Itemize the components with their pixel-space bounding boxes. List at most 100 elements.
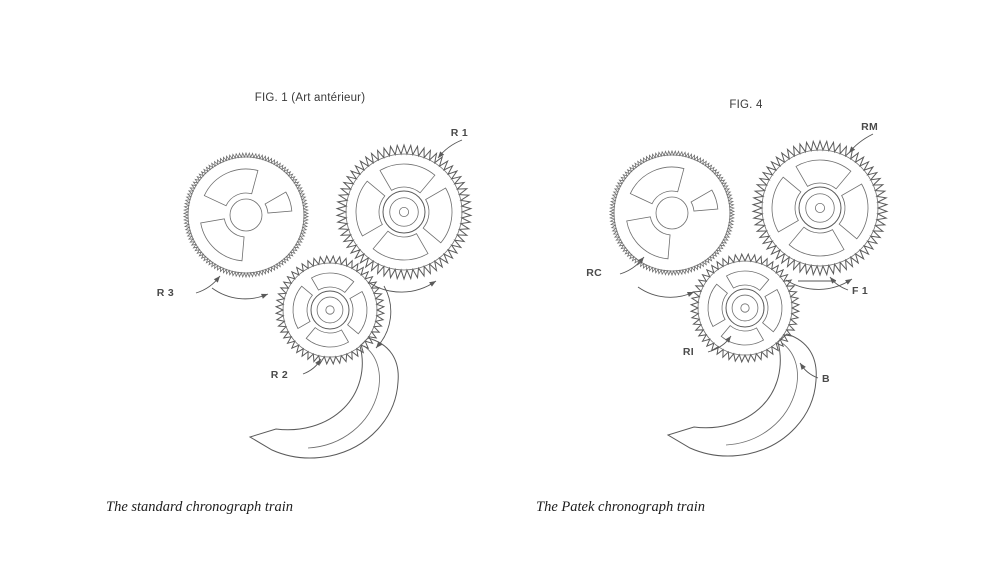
clamp-body	[666, 333, 817, 457]
spoke-cross	[355, 163, 453, 261]
arrow-head	[438, 151, 445, 158]
chronograph-clamp	[248, 337, 399, 459]
spoke-cross	[771, 159, 869, 257]
spoke-window-2	[200, 218, 245, 262]
gear-hub-inner	[316, 296, 344, 324]
gear-arbor-hole	[740, 303, 750, 313]
clamp-inner-edge	[307, 345, 380, 449]
reference-label-rc: RC	[586, 267, 602, 279]
reference-label-r2: R 2	[271, 369, 288, 381]
spoke-window-3	[690, 189, 719, 212]
gear-teeth	[335, 143, 473, 281]
gear-hub-outer	[310, 290, 350, 330]
spoke-window-2	[707, 283, 728, 328]
gear-teeth	[608, 149, 736, 277]
rotation-arc	[785, 278, 853, 290]
clamp-lever-label: B	[799, 362, 830, 385]
gear-hub-outer	[798, 186, 842, 230]
gear-root-circle	[282, 262, 378, 358]
arrow-head	[849, 146, 856, 153]
rotation-arrow	[367, 280, 437, 293]
gear-teeth	[751, 139, 889, 277]
arrow-head	[830, 277, 837, 284]
spoke-window-1	[305, 327, 350, 348]
rotation-arc	[637, 286, 695, 298]
gear-hub-inner	[731, 294, 759, 322]
gear-chronograph-center-wheel: R 1	[335, 127, 473, 281]
gear-hub-inner	[805, 193, 835, 223]
reference-label-rm: RM	[861, 121, 878, 133]
gear-hub-inner	[389, 197, 419, 227]
gear-root-circle	[761, 149, 879, 267]
gear-intermediate-wheel: RI	[683, 252, 801, 364]
rotation-arrow	[785, 278, 853, 290]
spoke-cross	[707, 270, 783, 346]
arrow-head	[724, 336, 731, 343]
gear-teeth	[274, 254, 386, 366]
reference-label-ri: RI	[683, 346, 694, 358]
gear-driving-wheel: RC	[586, 149, 736, 279]
gear-root-circle	[613, 154, 731, 272]
spoke-windows	[200, 168, 293, 262]
clamp-inner-edge	[725, 342, 798, 446]
gear-teeth	[182, 151, 310, 279]
rotation-arrow	[211, 287, 269, 300]
spoke-window-3	[310, 272, 355, 293]
reference-label-r3: R 3	[157, 287, 174, 299]
reference-label-b: B	[822, 373, 830, 385]
gear-arbor-hole	[398, 206, 410, 218]
arrow-head	[800, 363, 806, 370]
gear-root-circle	[345, 153, 463, 271]
caption-patek-train: The Patek chronograph train	[536, 499, 706, 515]
spoke-window-1	[372, 230, 429, 261]
spoke-window-1	[203, 168, 259, 207]
rotation-arrow	[375, 285, 392, 349]
arrow-head	[429, 281, 436, 287]
figure-title: FIG. 1 (Art antérieur)	[255, 92, 365, 104]
rotation-arc	[211, 287, 269, 300]
arrow-head	[213, 276, 220, 283]
gear-hub	[229, 198, 263, 232]
spoke-window-3	[795, 159, 852, 190]
arrow-head	[261, 293, 268, 299]
spoke-window-4	[422, 187, 453, 244]
rotation-arrow	[637, 286, 695, 298]
gear-hub-outer	[725, 288, 765, 328]
friction-spring-label: F 1	[798, 276, 868, 297]
spoke-windows	[626, 166, 719, 260]
gear-root-circle	[187, 156, 305, 274]
spoke-window-2	[292, 285, 313, 330]
reference-label-f1: F 1	[852, 285, 868, 297]
arrow-head	[315, 359, 321, 366]
arrow-head	[845, 279, 852, 285]
reference-label-r1: R 1	[451, 127, 468, 139]
spoke-window-3	[725, 270, 770, 291]
gear-chronograph-center-wheel: RM	[751, 121, 889, 277]
figure-title: FIG. 4	[729, 99, 763, 111]
spoke-window-4	[838, 183, 869, 240]
gear-driving-wheel: R 3	[157, 151, 310, 299]
spoke-window-1	[720, 325, 765, 346]
rotation-arc	[367, 280, 437, 293]
arrow-head	[637, 257, 644, 264]
rotation-arc	[375, 285, 392, 349]
spoke-cross	[292, 272, 368, 348]
spoke-window-3	[379, 163, 436, 194]
spoke-window-2	[355, 180, 386, 237]
spoke-window-4	[347, 290, 368, 335]
gear-hub-outer	[382, 190, 426, 234]
spoke-window-2	[771, 176, 802, 233]
gear-intermediate-wheel: R 2	[271, 254, 386, 381]
arrow-head	[687, 292, 694, 297]
clamp-body	[248, 337, 399, 459]
figure-fig1: FIG. 1 (Art antérieur) R 3 R 1 R 2	[157, 92, 473, 459]
figure-fig4: FIG. 4 RC RM RI F 1 B	[586, 99, 889, 457]
spoke-window-4	[762, 288, 783, 333]
gear-arbor-hole	[814, 202, 826, 214]
spoke-window-3	[264, 191, 293, 214]
spoke-window-1	[788, 226, 845, 257]
spoke-window-1	[629, 166, 685, 205]
caption-standard-train: The standard chronograph train	[106, 499, 294, 515]
spoke-window-2	[626, 216, 671, 260]
